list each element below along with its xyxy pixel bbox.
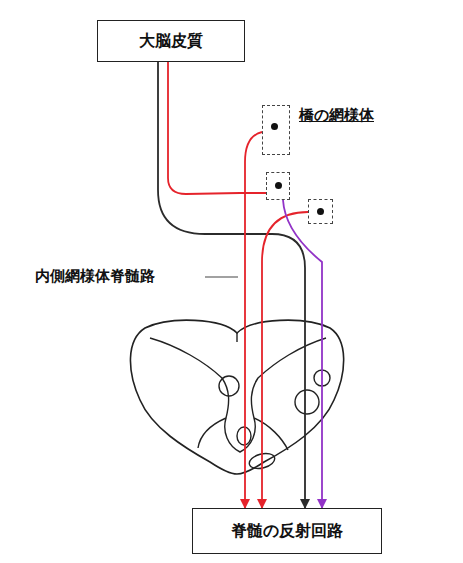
tract-label: 内側網様体脊髄路 xyxy=(35,267,155,286)
median-fissure xyxy=(236,333,237,342)
tract-line xyxy=(168,62,266,194)
tract-circle xyxy=(295,390,319,414)
tract-line xyxy=(283,200,322,508)
neuron-dot xyxy=(271,123,278,130)
tract-line xyxy=(245,132,262,508)
leader-line xyxy=(205,276,238,277)
region-heading: 橋の網様体 xyxy=(299,106,374,125)
nucleus-box xyxy=(308,199,333,224)
tract-oval xyxy=(237,427,251,445)
node-text: 脊髄の反射回路 xyxy=(231,521,343,542)
gray-matter xyxy=(198,418,288,450)
circuit-box: 脊髄の反射回路 xyxy=(192,508,382,554)
neuron-dot xyxy=(275,182,282,189)
nucleus-box xyxy=(266,172,290,200)
node-text: 大脳皮質 xyxy=(139,31,203,52)
spinal-cord-outline xyxy=(130,320,343,474)
neuron-dot xyxy=(317,208,324,215)
tract-circle xyxy=(219,376,239,396)
brain-region-box: 大脳皮質 xyxy=(97,20,245,62)
tract-line xyxy=(262,212,308,508)
gray-matter xyxy=(150,338,326,452)
tract-line xyxy=(158,62,305,508)
nucleus-box: 橋の網様体 xyxy=(262,105,290,155)
